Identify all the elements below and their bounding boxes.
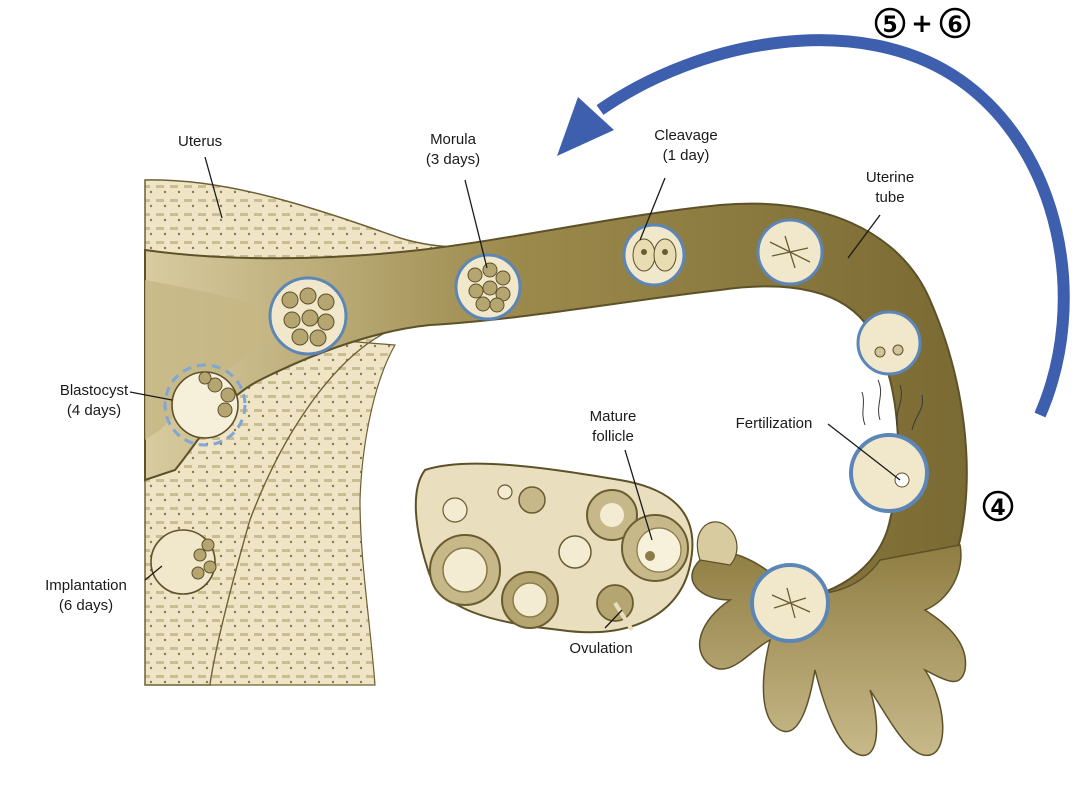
mature-follicle-shape xyxy=(622,515,688,581)
embryo-pronuclei xyxy=(858,312,920,374)
step-plus-sign: + xyxy=(911,9,933,39)
follicle xyxy=(559,536,591,568)
embryo-morula xyxy=(456,255,520,319)
embryo-implantation xyxy=(151,530,216,594)
label-blastocyst-name: Blastocyst xyxy=(60,382,129,399)
label-implantation-name: Implantation xyxy=(45,577,127,594)
embryo-early-blastocyst xyxy=(270,278,346,354)
step-marker-4: 4 xyxy=(984,492,1012,521)
step-marker-6: 6 xyxy=(941,9,969,38)
label-implantation-days: (6 days) xyxy=(59,597,113,614)
fimbriae xyxy=(692,522,966,756)
label-cleavage-name: Cleavage xyxy=(654,127,717,144)
oocyte-in-fimbriae xyxy=(752,565,828,641)
label-uterine-tube-line1: Uterine xyxy=(866,169,914,186)
follicle xyxy=(430,535,500,605)
label-mature-follicle-line1: Mature xyxy=(590,408,637,425)
follicle xyxy=(519,487,545,513)
label-blastocyst-days: (4 days) xyxy=(67,402,121,419)
label-uterine-tube-line2: tube xyxy=(875,189,904,206)
label-morula-name: Morula xyxy=(430,131,477,148)
step-marker-5: 5 xyxy=(876,9,904,38)
follicle xyxy=(502,572,558,628)
embryo-two-cell xyxy=(624,225,684,285)
label-morula-days: (3 days) xyxy=(426,151,480,168)
step-marker-4-text: 4 xyxy=(990,496,1005,521)
step-marker-5-text: 5 xyxy=(882,13,897,38)
ovary xyxy=(416,464,693,633)
label-ovulation: Ovulation xyxy=(569,640,632,657)
label-cleavage-days: (1 day) xyxy=(663,147,710,164)
label-fertilization: Fertilization xyxy=(736,415,813,432)
step-marker-6-text: 6 xyxy=(947,13,962,38)
label-mature-follicle-line2: follicle xyxy=(592,428,634,445)
embryo-zygote-spindle xyxy=(758,220,822,284)
label-uterus: Uterus xyxy=(178,133,222,150)
